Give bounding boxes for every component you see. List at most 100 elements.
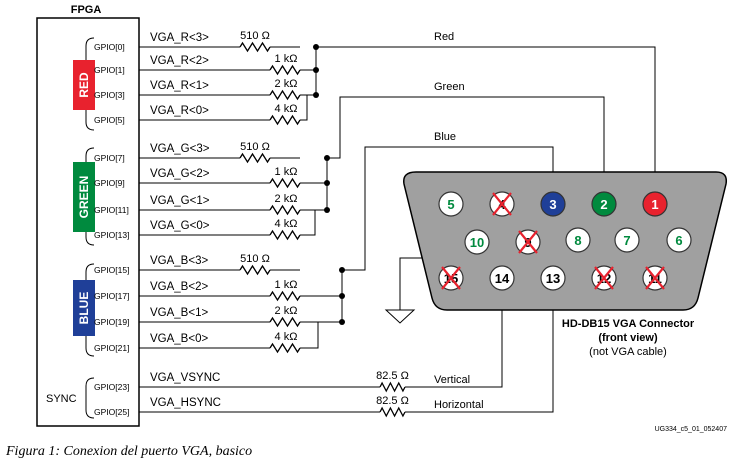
resistor-value: 2 kΩ [275,193,298,205]
connector-subtitle: (front view) [598,332,658,344]
resistor-icon [269,177,301,189]
signal-label: VGA_B<2> [150,281,208,293]
resistor-value: 82.5 Ω [376,370,409,382]
connector-pin: 15 [438,265,464,291]
resistor-value: 4 kΩ [275,103,298,115]
connector-pin: 12 [591,265,617,291]
connector-pin: 8 [565,227,591,253]
resistor-value: 82.5 Ω [376,395,409,407]
resistor-icon [269,64,301,76]
fpga-title: FPGA [71,4,102,16]
signal-label: VGA_G<3> [150,143,210,155]
signal-row: GPIO[15]VGA_B<3>510 Ω [94,253,300,276]
resistor-icon [239,264,271,276]
connector-title: HD-DB15 VGA Connector [562,318,695,330]
red-group-label: RED [77,72,91,98]
signal-row: GPIO[19]VGA_B<1>2 kΩ [94,305,301,328]
signal-label: VGA_B<1> [150,307,208,319]
pin-number: 5 [447,197,454,212]
resistor-value: 1 kΩ [275,166,298,178]
signal-label: VGA_R<3> [150,32,209,44]
ground-icon [384,309,416,324]
signal-row: GPIO[25] VGA_HSYNC 82.5 Ω [94,395,420,418]
resistor-icon [269,114,301,126]
gpio-label: GPIO[21] [94,343,129,353]
wire-label-green: Green [434,81,465,93]
resistor-value: 510 Ω [240,30,270,42]
figure-caption: Figura 1: Conexion del puerto VGA, basic… [5,444,252,459]
connector-pin: 13 [540,265,566,291]
signal-label: VGA_VSYNC [150,372,220,384]
signal-label: VGA_R<0> [150,105,209,117]
signal-label: VGA_B<0> [150,333,208,345]
signal-row: GPIO[1]VGA_R<2>1 kΩ [94,53,301,76]
pin-number: 6 [675,233,682,248]
wire-label-horizontal: Horizontal [434,399,484,411]
resistor-icon [269,229,301,241]
gpio-label: GPIO[11] [94,205,129,215]
blue-group-badge [73,280,95,336]
pin-number: 1 [651,197,658,212]
pin-number: 2 [600,197,607,212]
wire-label-vertical: Vertical [434,374,470,386]
resistor-icon [269,89,301,101]
signal-row: GPIO[3]VGA_R<1>2 kΩ [94,78,301,101]
gpio-label: GPIO[17] [94,291,129,301]
gpio-label: GPIO[3] [94,90,125,100]
signal-label: VGA_G<2> [150,168,210,180]
gpio-label: GPIO[25] [94,407,129,417]
signal-label: VGA_R<1> [150,80,209,92]
signal-label: VGA_HSYNC [150,397,221,409]
connector-pin: 1 [642,191,668,217]
fpga-block [36,17,140,427]
connector-pin: 5 [438,191,464,217]
resistor-icon [379,381,406,393]
signal-row: GPIO[23] VGA_VSYNC 82.5 Ω [94,370,420,393]
gpio-label: GPIO[5] [94,115,125,125]
resistor-value: 4 kΩ [275,218,298,230]
signal-row: GPIO[17] VGA_B<2> 1 kΩ [94,279,301,302]
gpio-label: GPIO[1] [94,65,125,75]
signal-row: GPIO[11] VGA_G<1> 2 kΩ [94,193,301,216]
signal-label: VGA_G<1> [150,195,210,207]
db15-pins: 543211098761514131211 [438,191,692,291]
connector-pin: 10 [464,229,490,255]
wire-label-red: Red [434,31,454,43]
wire-label-blue: Blue [434,131,456,143]
connector-pin: 3 [540,191,566,217]
sync-group-label: SYNC [46,393,77,405]
signal-row: GPIO[21]VGA_B<0>4 kΩ [94,331,301,354]
resistor-icon [379,406,406,418]
signal-row: GPIO[7]VGA_G<3>510 Ω [94,141,300,164]
red-group-badge [73,60,95,110]
connector-pin: 4 [489,191,515,217]
signal-row: GPIO[9] VGA_G<2> 1 kΩ [94,166,301,189]
wire-junctions [313,44,345,325]
gpio-label: GPIO[23] [94,382,129,392]
pin-number: 8 [574,233,581,248]
resistor-value: 1 kΩ [275,279,298,291]
signal-row: GPIO[0]VGA_R<3>510 Ω [94,30,300,53]
signal-label: VGA_G<0> [150,220,210,232]
gpio-label: GPIO[9] [94,178,125,188]
resistor-value: 1 kΩ [275,53,298,65]
resistor-icon [269,342,301,354]
pin-number: 3 [549,197,556,212]
sync-bracket [85,377,95,419]
gpio-label: GPIO[15] [94,265,129,275]
connector-pin: 14 [489,265,515,291]
connector-note: (not VGA cable) [589,346,667,358]
resistor-icon [269,290,301,302]
connector-pin: 2 [591,191,617,217]
connector-pin: 9 [515,229,541,255]
resistor-icon [239,152,271,164]
signal-label: VGA_B<3> [150,255,208,267]
green-group-badge [73,162,95,232]
resistor-value: 2 kΩ [275,305,298,317]
pin-number: 13 [546,271,560,286]
pin-number: 7 [623,233,630,248]
connector-pin: 7 [614,227,640,253]
green-group-label: GREEN [77,176,91,219]
